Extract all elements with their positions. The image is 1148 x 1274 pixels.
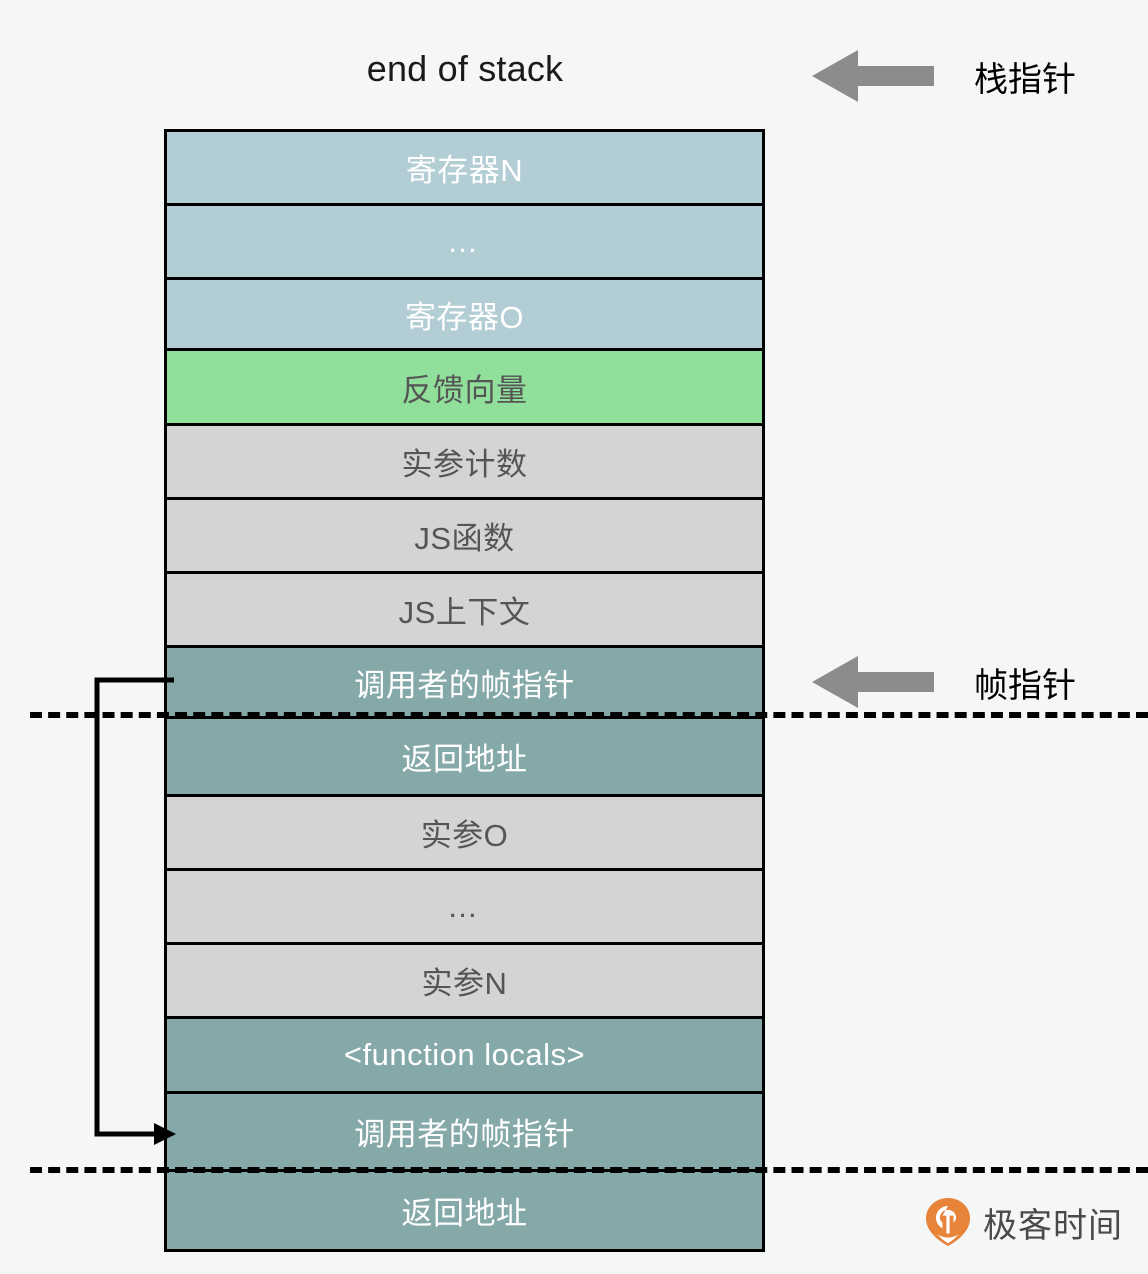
brand-name: 极客时间 [983, 1206, 1123, 1245]
stack-row-feedback-vector: 反馈向量 [167, 351, 762, 426]
stack-row-label: 调用者的帧指针 [354, 1117, 575, 1152]
stack-row-register-o: 寄存器O [167, 280, 762, 351]
stack-row-label: 返回地址 [401, 1196, 528, 1231]
stack-row-label: 寄存器O [404, 299, 525, 335]
stack-pointer-annotation: 栈指针 [812, 46, 1076, 106]
stack-row-function-locals: <function locals> [167, 1019, 762, 1094]
stack-row-caller-frame-pointer-upper: 调用者的帧指针 [167, 648, 762, 719]
stack-row-caller-frame-pointer-lower: 调用者的帧指针 [167, 1094, 762, 1172]
stack-row-label: … [447, 888, 482, 924]
stack-row-label: … [447, 223, 482, 259]
stack-diagram: 寄存器N … 寄存器O 反馈向量 实参计数 JS函数 JS上下文 调用者的帧指针… [164, 129, 765, 1252]
stack-row-label: JS函数 [414, 521, 515, 556]
stack-row-label: 实参N [421, 966, 508, 1001]
stack-row-argument-ellipsis: … [167, 871, 762, 945]
stack-row-register-ellipsis: … [167, 206, 762, 280]
stack-row-label: 寄存器N [405, 153, 524, 188]
stack-row-js-function: JS函数 [167, 500, 762, 574]
stack-row-label: 实参计数 [401, 447, 528, 482]
stack-row-argument-n: 实参N [167, 945, 762, 1019]
frame-boundary-line-bottom [30, 1167, 1148, 1173]
frame-boundary-line-top [30, 712, 1148, 718]
stack-pointer-label: 栈指针 [974, 60, 1076, 99]
stack-row-return-address-lower: 返回地址 [167, 1172, 762, 1249]
frame-pointer-label: 帧指针 [974, 666, 1076, 705]
stack-row-label: 实参O [420, 818, 509, 853]
arrow-left-icon [812, 50, 934, 102]
stack-row-label: 反馈向量 [401, 372, 528, 408]
page-title: end of stack [366, 48, 564, 89]
geektime-logo-icon [926, 1198, 970, 1246]
stack-row-js-context: JS上下文 [167, 574, 762, 648]
stack-row-label: 调用者的帧指针 [354, 667, 575, 703]
brand-logo: 极客时间 [925, 1196, 1123, 1248]
stack-row-label: 返回地址 [401, 742, 528, 777]
stack-row-label: <function locals> [343, 1037, 586, 1072]
stack-row-return-address-upper: 返回地址 [167, 719, 762, 797]
stack-row-label: JS上下文 [398, 595, 531, 630]
stack-row-register-n: 寄存器N [167, 132, 762, 206]
stack-row-argument-o: 实参O [167, 797, 762, 871]
arrow-left-icon [812, 656, 934, 708]
stack-row-argument-count: 实参计数 [167, 426, 762, 500]
frame-pointer-annotation: 帧指针 [812, 652, 1076, 712]
